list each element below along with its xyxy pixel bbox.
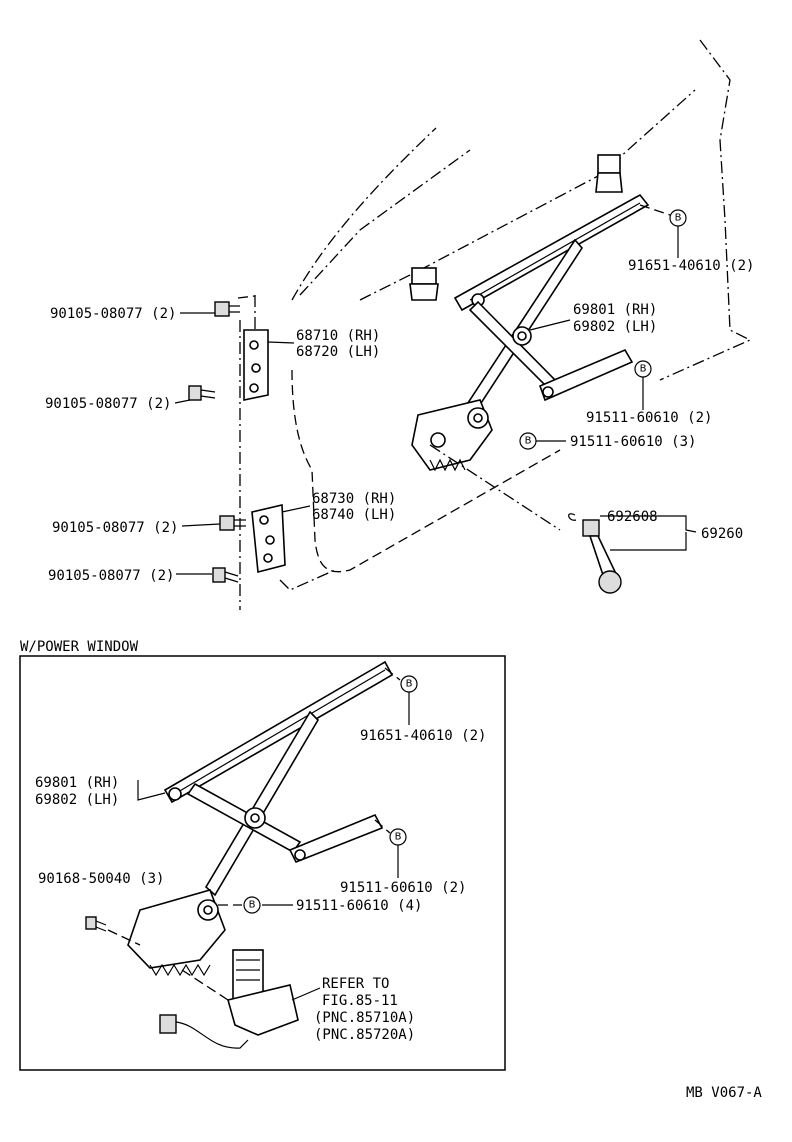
label-refer-1: REFER TO <box>322 976 389 992</box>
window-stopper-mid <box>409 267 439 301</box>
svg-text:B: B <box>249 900 256 911</box>
bubble-b-5: B <box>389 828 407 846</box>
bubble-b-2: B <box>634 360 652 378</box>
door-outline <box>239 39 752 610</box>
bolt-lower-top <box>219 515 246 531</box>
label-refer-3: (PNC.85710A) <box>314 1010 415 1026</box>
svg-text:B: B <box>640 364 647 375</box>
bolt-upper-side <box>188 385 216 401</box>
svg-text:B: B <box>675 213 682 224</box>
upper-hinge <box>243 329 269 401</box>
pw-screw <box>85 916 229 1001</box>
leader-lines-top <box>174 204 697 575</box>
label-pw-screw: 90168-50040 (3) <box>38 871 164 887</box>
bolt-lower-bottom <box>212 567 239 583</box>
window-regulator-manual <box>411 193 650 531</box>
power-window-title: W/POWER WINDOW <box>20 639 139 655</box>
label-bolt-top-right: 91651-40610 (2) <box>628 258 754 274</box>
label-pw-bolt-2: 91511-60610 (2) <box>340 880 466 896</box>
label-lower-hinge-rh: 68730 (RH) <box>312 491 396 507</box>
window-stopper-top <box>595 154 623 193</box>
label-bolt-lower-bottom: 90105-08077 (2) <box>48 568 174 584</box>
label-regulator-rh: 69801 (RH) <box>573 302 657 318</box>
label-regulator-lh: 69802 (LH) <box>573 319 657 335</box>
label-refer-2: FIG.85-11 <box>322 993 398 1009</box>
label-pw-regulator-rh: 69801 (RH) <box>35 775 119 791</box>
label-bolt-regulator-2: 91511-60610 (2) <box>586 410 712 426</box>
svg-text:B: B <box>406 679 413 690</box>
label-upper-hinge-rh: 68710 (RH) <box>296 328 380 344</box>
svg-text:B: B <box>395 832 402 843</box>
power-window-connector <box>159 1014 249 1049</box>
power-window-motor <box>227 949 299 1036</box>
leader-lines-power <box>137 667 410 1001</box>
bubble-b-3: B <box>519 432 537 450</box>
window-handle <box>568 513 622 594</box>
label-refer-4: (PNC.85720A) <box>314 1027 415 1043</box>
label-lower-hinge-lh: 68740 (LH) <box>312 507 396 523</box>
label-handle: 69260 <box>701 526 743 542</box>
label-pw-bolt-top: 91651-40610 (2) <box>360 728 486 744</box>
window-regulator-power <box>127 660 394 977</box>
bolt-upper-top <box>214 295 256 317</box>
label-bolt-lower-top: 90105-08077 (2) <box>52 520 178 536</box>
power-window-frame <box>19 655 506 1071</box>
label-upper-hinge-lh: 68720 (LH) <box>296 344 380 360</box>
bubble-b-4: B <box>400 675 418 693</box>
label-bolt-upper-side: 90105-08077 (2) <box>45 396 171 412</box>
label-bolt-upper-top: 90105-08077 (2) <box>50 306 176 322</box>
label-handle-sub: 692608 <box>607 509 658 525</box>
figure-code: MB V067-A <box>686 1085 762 1101</box>
bubble-b-1: B <box>669 209 687 227</box>
lower-hinge <box>251 504 286 574</box>
svg-text:B: B <box>525 436 532 447</box>
label-pw-regulator-lh: 69802 (LH) <box>35 792 119 808</box>
bubble-b-6: B <box>243 896 261 914</box>
label-bolt-regulator-3: 91511-60610 (3) <box>570 434 696 450</box>
label-pw-bolt-4: 91511-60610 (4) <box>296 898 422 914</box>
